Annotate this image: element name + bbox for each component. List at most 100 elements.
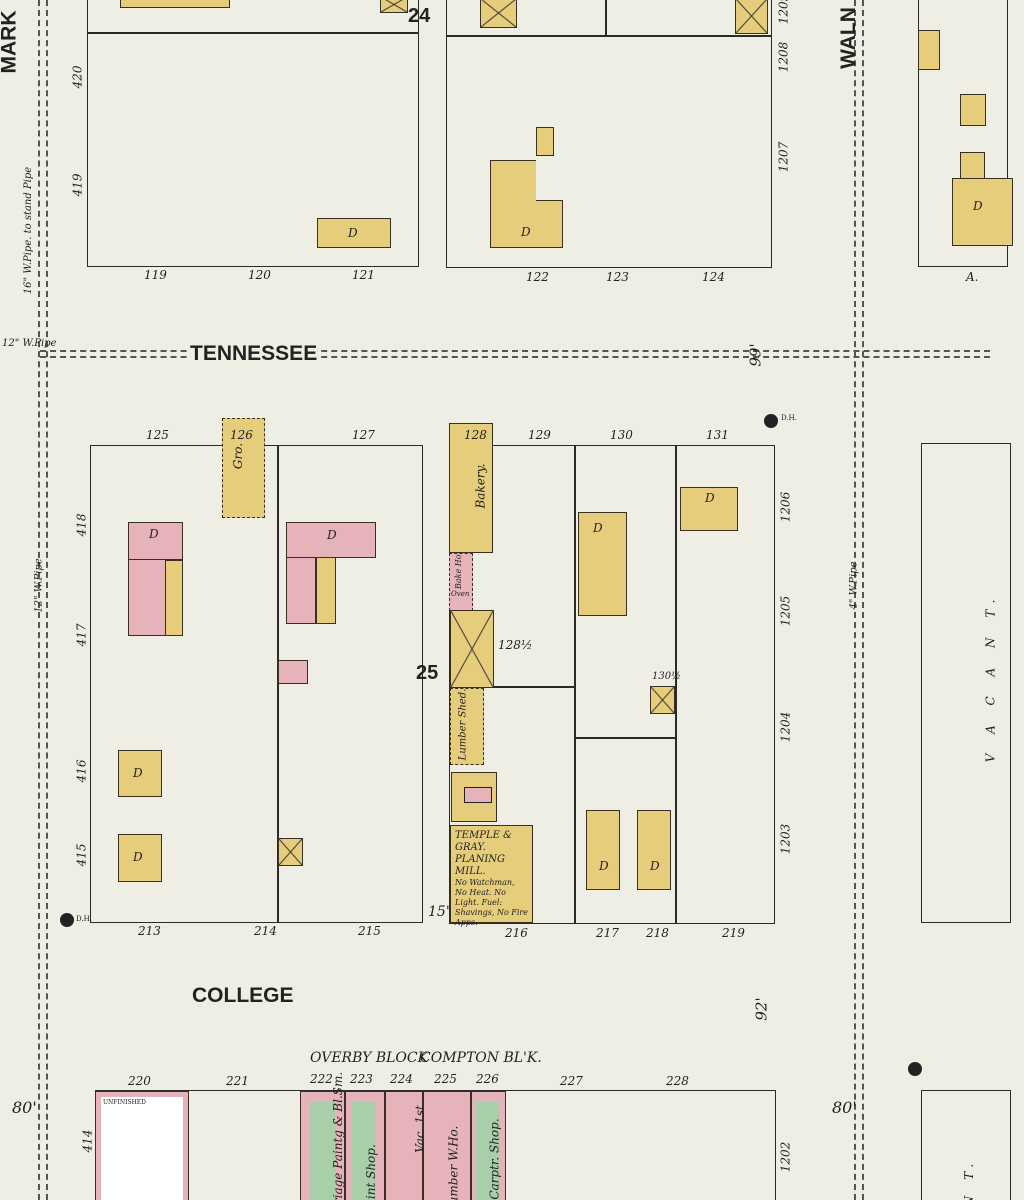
lot-number: 420 [70, 65, 85, 89]
lot-number: 225 [434, 1072, 457, 1086]
lot-number: 1209 [776, 0, 791, 25]
lot-number: 220 [128, 1074, 151, 1088]
street-width: 92' [752, 997, 771, 1021]
dwelling-label: D [650, 859, 660, 873]
lot-number: 129 [528, 428, 551, 442]
hydrant-icon [764, 414, 778, 428]
lot-number: 417 [74, 623, 89, 647]
lot-number: 218 [646, 926, 669, 940]
lot-number: 123 [606, 270, 629, 284]
carriage-shop-label: Carriage Paintg & Bl.Sm. [331, 1071, 346, 1200]
boiler [464, 787, 492, 803]
building [120, 0, 230, 8]
lumber-warehouse-label: Lumber W.Ho. [446, 1125, 461, 1200]
block-top-left [87, 0, 419, 267]
oven-label: Oven [451, 590, 470, 598]
lot-number: 419 [70, 173, 85, 197]
block-mid-middle [449, 445, 775, 924]
lot-number: 1205 [778, 595, 793, 627]
shed [480, 0, 517, 28]
street-width: 80' [832, 1098, 857, 1117]
lot-number: 119 [144, 268, 167, 282]
dwelling: D [490, 160, 536, 248]
block-top-middle [446, 0, 772, 268]
lot-number: 128½ [498, 638, 533, 652]
dwelling: D [317, 218, 391, 248]
pipe-label: 16" W.Pipe. to stand Pipe [23, 166, 35, 295]
grocery: Gro. [222, 418, 265, 518]
block-top-right [918, 0, 1008, 267]
paint-shop-label: Paint Shop. [363, 1144, 378, 1200]
pipe-label: 12" W.Pipe [2, 338, 57, 349]
setback-label: 15' [428, 904, 450, 920]
shed [450, 610, 494, 688]
hydrant-label: D.H. [781, 414, 797, 422]
lot-number: 226 [476, 1072, 499, 1086]
lot-number: 1204 [778, 711, 793, 743]
lot-line [446, 35, 772, 37]
outbuilding [536, 127, 554, 156]
mill-title: TEMPLE & GRAY. PLANING MILL. [455, 830, 512, 877]
lot-line [277, 445, 279, 923]
dwelling: D [952, 178, 1013, 246]
stone-section [476, 1102, 500, 1200]
unfinished-label: UNFINISHED [103, 1099, 146, 1106]
outbuilding-brick [278, 660, 308, 684]
lot-line [675, 445, 677, 924]
lot-line [494, 686, 574, 688]
lot-number: A. [966, 270, 979, 284]
lot-line [574, 445, 576, 924]
carpenter-shop-label: Carptr. Shop. [487, 1118, 502, 1200]
lot-line [605, 0, 607, 35]
lot-number: 1208 [776, 41, 791, 73]
unfinished-interior: UNFINISHED [101, 1097, 183, 1200]
dwelling-label: D [133, 850, 143, 864]
lot-number: 1202 [778, 1141, 793, 1173]
lot-number: 219 [722, 926, 745, 940]
carpenter-shop: Carptr. Shop. [471, 1091, 506, 1200]
water-pipe-right [854, 0, 864, 1200]
shed [735, 0, 768, 34]
lot-number: 1207 [776, 141, 791, 173]
street-market: MARK [0, 10, 21, 74]
compton-block-label: COMPTON BL'K. [420, 1050, 542, 1066]
lot-number: 215 [358, 924, 381, 938]
dwelling: D [680, 487, 738, 531]
vacant-label: N T. [962, 1157, 977, 1200]
boiler-house [451, 772, 497, 822]
lumber-warehouse: Lumber W.Ho. [423, 1091, 471, 1200]
lot-number: 127 [352, 428, 375, 442]
dwelling: D [118, 750, 162, 797]
lot-line [87, 32, 419, 34]
grocery-label: Gro. [231, 442, 246, 470]
lot-number: 124 [702, 270, 725, 284]
vacant-store: Vac. 1st [385, 1091, 427, 1200]
bakery: Bakery. [449, 423, 493, 553]
shed [650, 686, 675, 714]
overby-block-label: OVERBY BLOCK [310, 1050, 429, 1066]
bake-house-label: Bake Ho. [453, 552, 463, 589]
street-width: 80' [12, 1098, 37, 1117]
dwelling-label: D [133, 766, 143, 780]
lot-line [574, 737, 675, 739]
dwelling: D [637, 810, 671, 890]
stone-section [352, 1102, 376, 1200]
lot-number: 228 [666, 1074, 689, 1088]
block-bottom-right [921, 1090, 1011, 1200]
vacant-label: V A C A N T. [983, 591, 998, 763]
dwelling-wing [960, 152, 985, 182]
lot-number: 1203 [778, 823, 793, 855]
lot-number: 222 [310, 1072, 333, 1086]
pipe-label: 12" W.Pipe [33, 558, 45, 613]
dwelling-wing [316, 557, 336, 624]
bakery-label: Bakery. [473, 463, 488, 509]
carriage-shop: Carriage Paintg & Bl.Sm. [300, 1072, 345, 1200]
lot-number: 217 [596, 926, 619, 940]
lot-number: 121 [352, 268, 375, 282]
dwelling-label: D [973, 199, 983, 213]
dwelling-brick: D [286, 522, 376, 558]
dwelling-label: D [327, 528, 337, 542]
dwelling-label: D [705, 491, 715, 505]
dwelling: D [118, 834, 162, 882]
